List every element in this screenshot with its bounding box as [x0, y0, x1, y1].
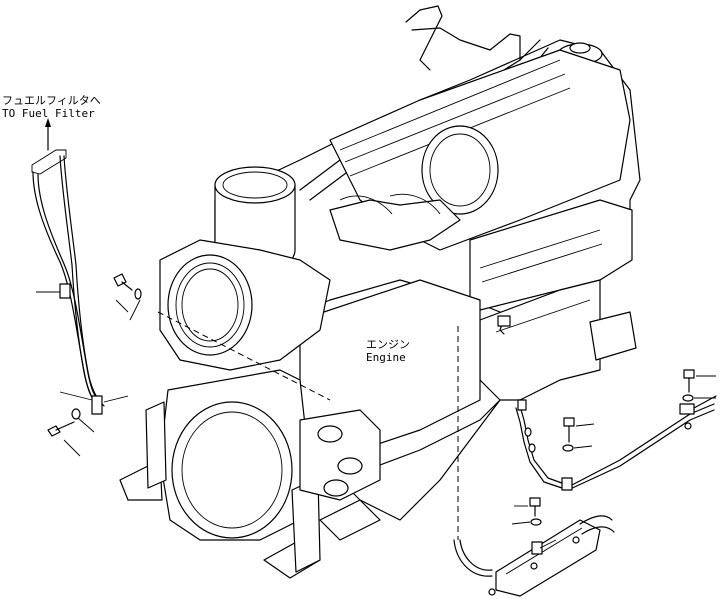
washer-icon [528, 443, 536, 453]
engine-block [214, 5, 641, 521]
bolt-icon [514, 497, 541, 517]
clamp-icon [36, 283, 71, 299]
air-intake-housing [159, 166, 331, 371]
washer-icon [129, 288, 142, 321]
engine-label-jp: エンジン [366, 338, 410, 351]
clamp-icon [517, 399, 527, 411]
bolt-icon [563, 417, 595, 443]
fuel-filter-label-en: TO Fuel Filter [2, 107, 95, 120]
washer-icon [71, 408, 95, 433]
washer-icon [530, 562, 538, 570]
bolt-icon [683, 369, 716, 393]
washer-icon [572, 536, 580, 544]
clamp-icon [531, 541, 543, 555]
fuel-hose-left [31, 149, 105, 411]
clamp-icon [497, 315, 511, 327]
fuel-line-right [497, 315, 715, 491]
clamp-icon [59, 391, 129, 415]
starter-motor [299, 409, 381, 501]
clamp-icon [561, 477, 573, 491]
washer-icon [682, 394, 716, 402]
reference-line [157, 311, 331, 401]
clamp-icon [679, 395, 717, 430]
washer-icon [511, 518, 542, 526]
bolt-icon [47, 421, 81, 457]
washer-icon [562, 444, 593, 452]
washer-icon [488, 588, 496, 596]
flywheel-housing [119, 369, 381, 579]
bolt-icon [113, 273, 133, 313]
washer-icon [524, 427, 532, 437]
engine-label-en: Engine [366, 351, 406, 364]
fuel-filter-label-jp: フュエルフィルタへ [2, 94, 101, 107]
arrow-up-icon [45, 118, 51, 151]
lower-bracket [453, 515, 615, 597]
